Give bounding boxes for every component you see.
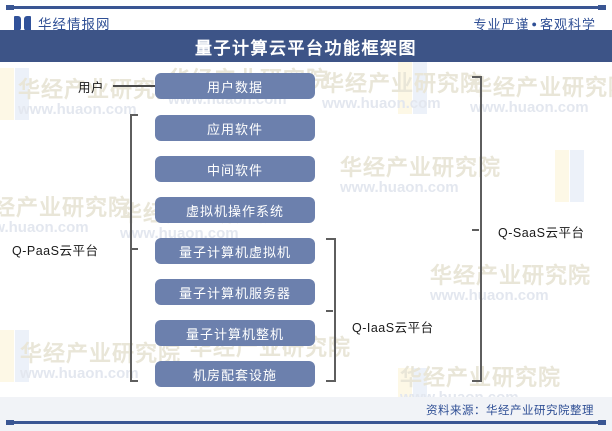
- box-application-software[interactable]: 应用软件: [155, 115, 315, 141]
- group-label-q-saas: Q-SaaS云平台: [498, 226, 585, 240]
- page-footer: 资料来源：华经产业研究院整理: [0, 397, 612, 431]
- diagram-canvas: 用户 用户数据 应用软件 中间软件 虚拟机操作系统 量子计算机虚拟机 量子计算机…: [0, 62, 612, 397]
- box-middleware[interactable]: 中间软件: [155, 156, 315, 182]
- tagline-left: 专业严谨: [473, 16, 530, 32]
- group-label-q-paas: Q-PaaS云平台: [12, 244, 99, 258]
- page-header: 华经情报网 专业严谨●客观科学: [0, 9, 612, 37]
- box-quantum-machine[interactable]: 量子计算机整机: [155, 320, 315, 346]
- bottom-divider: [6, 420, 606, 425]
- box-quantum-server[interactable]: 量子计算机服务器: [155, 279, 315, 305]
- user-connector-line: [113, 85, 157, 87]
- tagline: 专业严谨●客观科学: [474, 14, 596, 33]
- box-datacenter-facility[interactable]: 机房配套设施: [155, 361, 315, 387]
- box-vm-os[interactable]: 虚拟机操作系统: [155, 197, 315, 223]
- box-quantum-vm[interactable]: 量子计算机虚拟机: [155, 238, 315, 264]
- bullet-icon: ●: [531, 18, 538, 29]
- page-title: 量子计算云平台功能框架图: [195, 38, 417, 58]
- group-label-q-iaas: Q-IaaS云平台: [352, 321, 434, 335]
- title-bar: 量子计算云平台功能框架图: [0, 30, 612, 62]
- source-note: 资料来源：华经产业研究院整理: [426, 405, 594, 417]
- box-user-data[interactable]: 用户数据: [155, 73, 315, 99]
- user-label: 用户: [78, 81, 105, 95]
- open-book-icon: [14, 15, 31, 31]
- tagline-right: 客观科学: [539, 16, 596, 32]
- brand-name: 华经情报网: [38, 17, 111, 32]
- brand: 华经情报网: [14, 13, 111, 33]
- top-divider: [6, 5, 606, 10]
